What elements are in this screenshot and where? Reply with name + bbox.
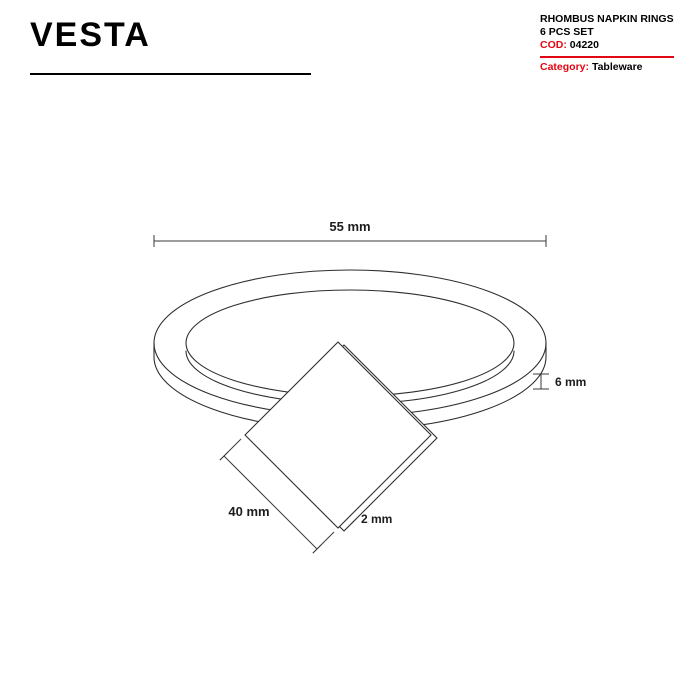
category-label: Category: — [540, 61, 590, 73]
product-category: Category: Tableware — [540, 61, 674, 74]
dimension-6mm-label: 6 mm — [555, 375, 586, 389]
product-title: RHOMBUS NAPKIN RINGS — [540, 13, 674, 25]
rhombus-plate-front — [244, 341, 432, 529]
dim-40mm-line — [223, 455, 318, 550]
cod-label: COD: — [540, 39, 567, 51]
category-divider — [540, 56, 674, 58]
dim-2mm-leader — [345, 518, 357, 530]
dim-40mm-tick-left — [219, 451, 229, 461]
brand-logo: VESTA — [30, 16, 151, 54]
dimension-2mm-label: 2 mm — [361, 512, 392, 526]
dimension-40mm-label: 40 mm — [228, 504, 269, 519]
dimension-55mm-label: 55 mm — [329, 219, 370, 234]
dim-40mm-tick-right — [312, 544, 322, 554]
product-subtitle: 6 PCS SET — [540, 26, 594, 38]
category-value: Tableware — [591, 61, 643, 73]
rhombus-plate — [244, 341, 438, 532]
cod-value: 04220 — [569, 39, 599, 51]
dimension-40mm — [219, 438, 335, 554]
dimension-6mm — [533, 373, 549, 390]
product-code: COD: 04220 — [540, 39, 674, 52]
dimension-2mm — [345, 518, 357, 530]
dimension-55mm — [153, 235, 547, 247]
logo-divider — [30, 73, 311, 75]
product-info: RHOMBUS NAPKIN RINGS 6 PCS SET COD: 0422… — [540, 13, 674, 74]
